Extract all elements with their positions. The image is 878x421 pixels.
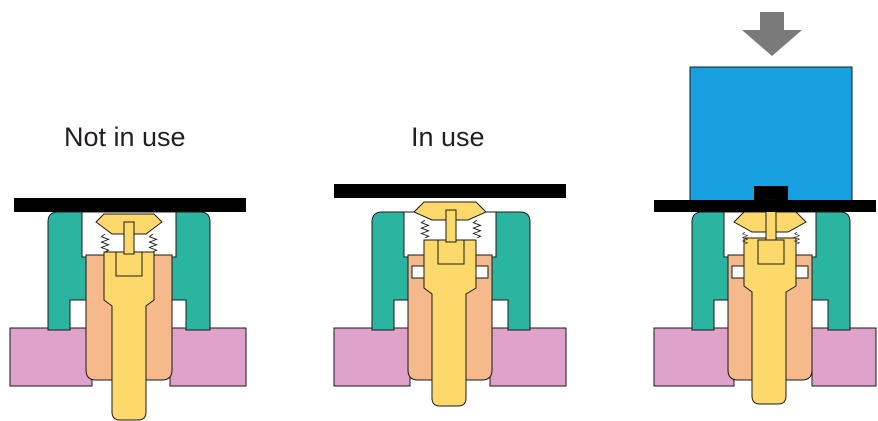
- plunger-head: [757, 239, 785, 265]
- down-arrow-icon: [742, 12, 802, 56]
- base-block-right: [169, 327, 247, 387]
- plunger: [743, 237, 797, 405]
- sleeve-gap-left: [411, 265, 425, 279]
- sleeve-gap-left: [731, 265, 745, 279]
- sleeve-gap-right: [475, 265, 489, 279]
- plunger: [423, 239, 477, 407]
- caption-in-use: In use: [411, 122, 485, 152]
- contact-plate: [14, 198, 246, 212]
- caption-not-in-use: Not in use: [64, 122, 186, 152]
- base-block-left: [653, 327, 735, 387]
- contact-plate: [334, 184, 566, 198]
- plunger-stem: [123, 221, 135, 255]
- probe-not-in-use: [9, 198, 247, 421]
- base-block-left: [333, 327, 411, 387]
- plunger: [103, 251, 155, 421]
- sleeve-gap-right: [795, 265, 809, 279]
- plunger-head: [437, 239, 465, 265]
- contact-plate: [654, 200, 876, 212]
- base-block-right: [811, 327, 877, 387]
- base-block-left: [9, 327, 93, 387]
- probe-pressed: [653, 12, 877, 405]
- plunger-stem: [445, 209, 457, 243]
- pressing-nub: [754, 186, 788, 202]
- plunger-head: [115, 251, 143, 277]
- base-block-right: [489, 327, 567, 387]
- pressing-block: [689, 66, 853, 202]
- probe-in-use: [333, 184, 567, 407]
